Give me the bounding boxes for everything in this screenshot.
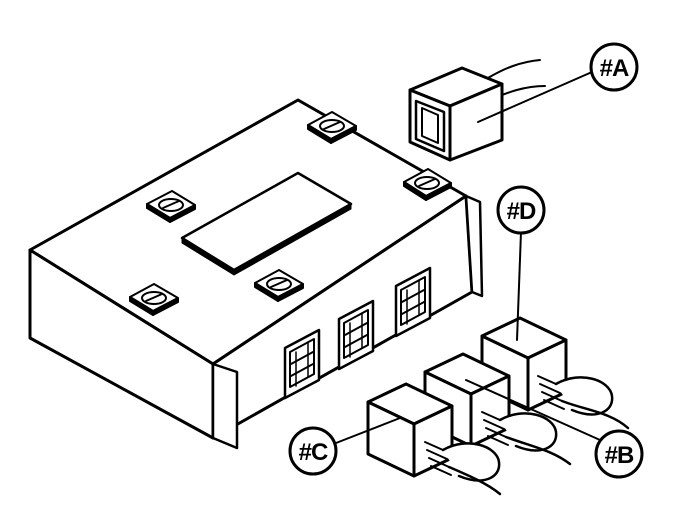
leader-line-b <box>465 379 601 441</box>
connector-a <box>408 59 546 162</box>
module-end-cap <box>211 362 239 450</box>
leader-line-a <box>477 71 593 123</box>
mounting-clip-icon <box>129 283 179 316</box>
mounting-clip-icon <box>254 269 304 302</box>
callout-a: #A <box>589 42 639 92</box>
port-receptacle <box>283 328 321 400</box>
leader-line-d <box>516 231 522 341</box>
module-box <box>28 98 484 450</box>
mounting-clip-icon <box>403 168 452 201</box>
leader-line-c <box>335 417 401 444</box>
mounting-clip-icon <box>146 190 196 223</box>
port-receptacle <box>394 266 432 338</box>
callout-d-label: #D <box>507 198 536 225</box>
mounting-clip-icon <box>307 111 357 144</box>
callout-b-label: #B <box>605 442 634 469</box>
callout-a-label: #A <box>600 55 629 82</box>
callout-c-label: #C <box>299 439 328 466</box>
callout-b: #B <box>594 429 644 479</box>
port-receptacle <box>337 299 375 371</box>
module-back-lip <box>464 194 484 298</box>
connector-c <box>366 382 502 496</box>
callout-d: #D <box>496 185 546 235</box>
callout-c: #C <box>288 426 338 476</box>
